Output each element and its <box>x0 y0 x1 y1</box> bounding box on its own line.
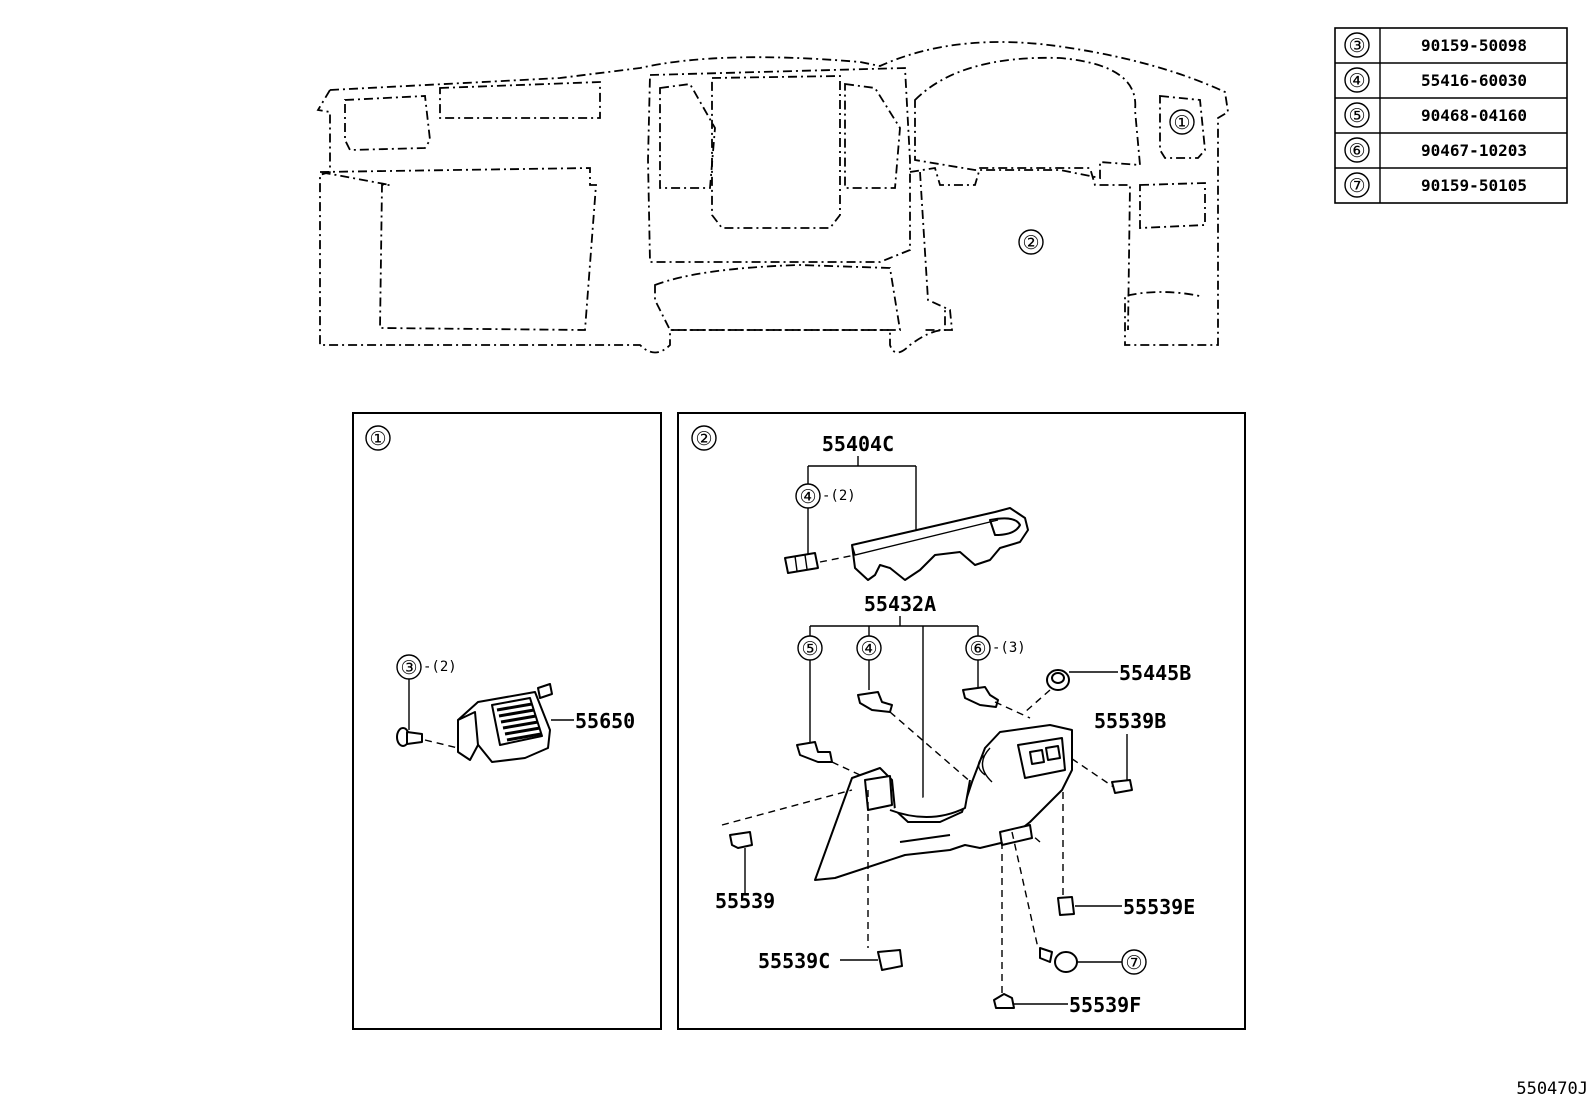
fastener-ref: ③ <box>400 657 417 679</box>
clip-4 <box>857 691 893 713</box>
clip-55539 <box>729 831 753 849</box>
table-part-number: 90159-50105 <box>1421 176 1527 195</box>
table-ref: ⑥ <box>1348 140 1365 162</box>
upper-clip-qty: -(2) <box>822 488 856 504</box>
part-label-55404c: 55404C <box>822 432 894 456</box>
table-part-number: 90468-04160 <box>1421 106 1527 125</box>
table-ref: ⑦ <box>1348 175 1365 197</box>
table-row: ③ 90159-50098 <box>1344 32 1527 58</box>
clip-6 <box>962 686 999 708</box>
bolt-ref: ⑦ <box>1125 952 1142 974</box>
table-row: ⑤ 90468-04160 <box>1344 102 1527 128</box>
overview-callout: ② <box>1022 232 1039 254</box>
part-label-55445b: 55445B <box>1119 661 1191 685</box>
upper-clip <box>784 552 819 574</box>
table-ref: ④ <box>1348 70 1365 92</box>
table-row: ⑦ 90159-50105 <box>1344 172 1527 198</box>
upper-panel-part <box>851 507 1029 581</box>
dashboard-overview: ① ② <box>316 41 1229 354</box>
part-label-55539e: 55539E <box>1123 895 1195 919</box>
part-label-55432a: 55432A <box>864 592 936 616</box>
table-part-number: 90159-50098 <box>1421 36 1527 55</box>
table-part-number: 55416-60030 <box>1421 71 1527 90</box>
parts-table: ③ 90159-50098 ④ 55416-60030 ⑤ 90468-0416… <box>1334 27 1568 204</box>
part-label-55539c: 55539C <box>758 949 830 973</box>
table-row: ④ 55416-60030 <box>1344 67 1527 93</box>
part-label-55539f: 55539F <box>1069 993 1141 1017</box>
nut-qty: -(3) <box>992 640 1026 656</box>
clip-b <box>1111 779 1133 794</box>
table-part-number: 90467-10203 <box>1421 141 1527 160</box>
bolt <box>1039 947 1078 973</box>
clip-5 <box>796 741 833 763</box>
part-label-55539b: 55539B <box>1094 709 1166 733</box>
air-vent-part <box>457 683 553 763</box>
panel-ref: ① <box>369 428 386 450</box>
nut-ref: ⑥ <box>969 638 986 660</box>
clip-ref: ④ <box>860 638 877 660</box>
drawing-code: 550470J <box>1516 1079 1588 1099</box>
fastener-screw <box>396 727 423 747</box>
part-label-55650: 55650 <box>575 709 635 733</box>
detail-panel-2: ② 55404C ④ -(2) 55432A ⑤ ④ ⑥ -(3) <box>677 412 1246 1030</box>
cap-part <box>1046 669 1070 691</box>
table-ref: ③ <box>1348 35 1365 57</box>
part-label-55539: 55539 <box>715 889 775 913</box>
table-row: ⑥ 90467-10203 <box>1344 137 1527 163</box>
screw-ref: ⑤ <box>801 638 818 660</box>
overview-callout: ① <box>1173 112 1190 134</box>
panel-ref: ② <box>695 428 712 450</box>
clip-c <box>877 949 903 971</box>
clip-f <box>993 993 1015 1009</box>
clip-e <box>1057 896 1075 916</box>
lower-instrument-panel <box>814 724 1073 881</box>
table-ref: ⑤ <box>1348 105 1365 127</box>
fastener-qty: -(2) <box>423 659 457 675</box>
upper-clip-ref: ④ <box>799 486 816 508</box>
detail-panel-1: ① ③ -(2) 55650 <box>352 412 662 1030</box>
